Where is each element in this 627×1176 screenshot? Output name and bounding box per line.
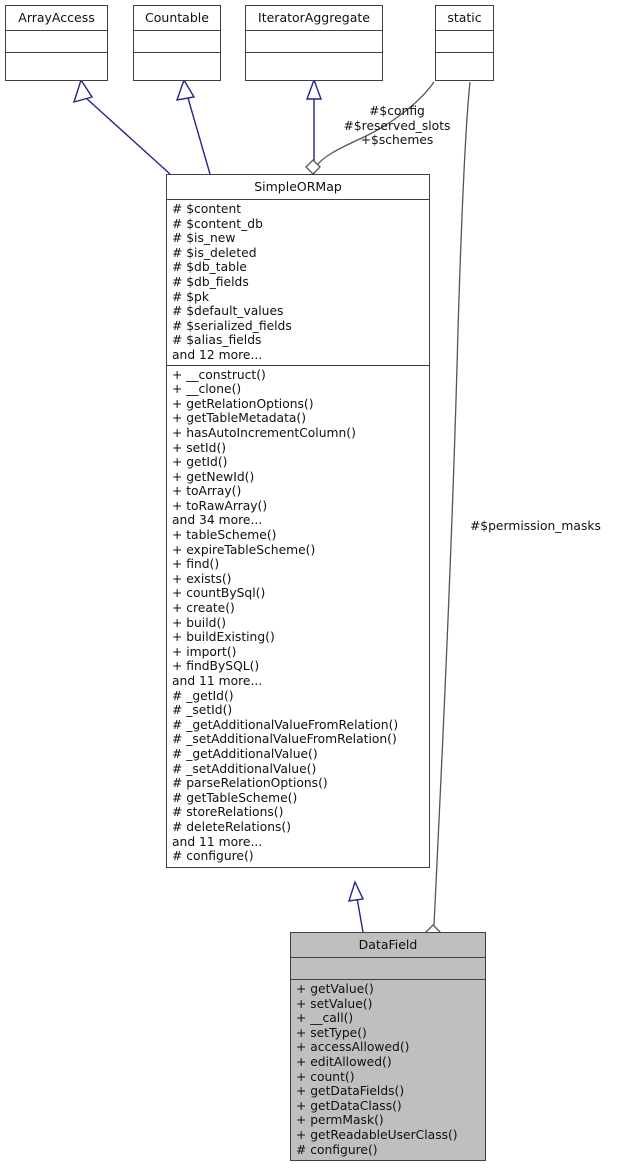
- class-member-line: + build(): [172, 615, 227, 630]
- class-operations-iteratoraggregate: [246, 53, 382, 80]
- class-member-line: + count(): [296, 1069, 355, 1084]
- class-member-line: + getReadableUserClass(): [296, 1127, 458, 1142]
- class-member-line: + getDataFields(): [296, 1084, 405, 1099]
- class-box-datafield[interactable]: DataField + getValue()+ setValue()+ __ca…: [290, 932, 486, 1162]
- class-member-line: + toRawArray(): [172, 498, 268, 513]
- class-title-iteratoraggregate: IteratorAggregate: [246, 6, 382, 31]
- class-member-line: # _getAdditionalValueFromRelation(): [172, 717, 399, 732]
- class-member-line: + setType(): [296, 1025, 367, 1040]
- class-member-line: # _getAdditionalValue(): [172, 746, 318, 761]
- class-box-static[interactable]: static: [435, 5, 494, 81]
- class-member-line: + getTableMetadata(): [172, 411, 307, 426]
- class-member-line: + permMask(): [296, 1113, 384, 1128]
- class-member-line: and 11 more...: [172, 674, 263, 688]
- class-title-static: static: [436, 6, 493, 31]
- class-attributes-iteratoraggregate: [246, 31, 382, 53]
- edge-label-line: #$config: [369, 104, 425, 118]
- class-operations-static: [436, 53, 493, 80]
- class-box-arrayaccess[interactable]: ArrayAccess: [5, 5, 108, 81]
- class-title-datafield: DataField: [291, 933, 485, 958]
- class-member-line: + create(): [172, 601, 235, 616]
- class-attributes-simpleormap: # $content# $content_db# $is_new# $is_de…: [167, 200, 429, 366]
- class-member-line: + __call(): [296, 1011, 354, 1026]
- class-member-line: + toArray(): [172, 484, 242, 499]
- edge-simpleormap-datafield: [347, 880, 365, 933]
- class-title-arrayaccess: ArrayAccess: [6, 6, 107, 31]
- edge-label-static-datafield: #$permission_masks: [470, 519, 601, 533]
- class-member-line: # $pk: [172, 289, 209, 304]
- class-operations-arrayaccess: [6, 53, 107, 80]
- class-member-line: + editAllowed(): [296, 1054, 392, 1069]
- edge-label-static-simpleormap: #$config #$reserved_slots +$schemes: [336, 104, 458, 148]
- class-box-simpleormap[interactable]: SimpleORMap # $content# $content_db# $is…: [166, 174, 430, 868]
- class-box-iteratoraggregate[interactable]: IteratorAggregate: [245, 5, 383, 81]
- class-operations-datafield: + getValue()+ setValue()+ __call()+ setT…: [291, 980, 485, 1160]
- class-member-line: # _setId(): [172, 703, 233, 718]
- class-member-line: # $is_deleted: [172, 245, 257, 260]
- class-member-line: + findBySQL(): [172, 659, 260, 674]
- class-member-line: # $alias_fields: [172, 333, 262, 348]
- class-member-line: # _setAdditionalValue(): [172, 761, 317, 776]
- class-member-line: # $db_fields: [172, 274, 249, 289]
- class-member-line: + exists(): [172, 571, 232, 586]
- class-member-line: # $serialized_fields: [172, 318, 292, 333]
- edge-static-datafield: [425, 81, 471, 940]
- class-member-line: # _getId(): [172, 688, 234, 703]
- class-member-line: # configure(): [172, 849, 254, 864]
- class-attributes-static: [436, 31, 493, 53]
- class-title-simpleormap: SimpleORMap: [167, 175, 429, 200]
- class-member-line: + expireTableScheme(): [172, 542, 316, 557]
- class-member-line: + setId(): [172, 440, 227, 455]
- class-member-line: + __construct(): [172, 367, 266, 382]
- class-member-line: + getId(): [172, 455, 228, 470]
- class-member-line: # getTableScheme(): [172, 790, 298, 805]
- class-member-line: + accessAllowed(): [296, 1040, 410, 1055]
- class-member-line: and 11 more...: [172, 834, 263, 849]
- edge-label-line: +$schemes: [360, 133, 434, 148]
- class-member-line: + setValue(): [296, 996, 373, 1011]
- class-member-line: + getValue(): [296, 982, 374, 996]
- class-member-line: # deleteRelations(): [172, 819, 292, 834]
- class-box-countable[interactable]: Countable: [133, 5, 221, 81]
- class-attributes-arrayaccess: [6, 31, 107, 53]
- class-member-line: + import(): [172, 644, 237, 659]
- class-member-line: # $db_table: [172, 260, 247, 275]
- class-member-line: + tableScheme(): [172, 528, 277, 543]
- class-member-line: + getNewId(): [172, 469, 255, 484]
- edge-countable-simpleormap: [175, 78, 211, 175]
- class-member-line: # $content_db: [172, 216, 263, 231]
- class-member-line: # parseRelationOptions(): [172, 776, 328, 791]
- class-member-line: + getRelationOptions(): [172, 396, 314, 411]
- class-member-line: + countBySql(): [172, 586, 266, 601]
- class-member-line: # configure(): [296, 1142, 378, 1157]
- class-title-countable: Countable: [134, 6, 220, 31]
- class-member-line: + find(): [172, 557, 220, 572]
- class-member-line: + getDataClass(): [296, 1098, 402, 1113]
- class-member-line: + hasAutoIncrementColumn(): [172, 425, 356, 440]
- class-member-line: # $is_new: [172, 231, 236, 246]
- class-operations-simpleormap: + __construct()+ __clone()+ getRelationO…: [167, 366, 429, 867]
- edge-arrayaccess-simpleormap: [72, 78, 171, 175]
- class-member-line: # $content: [172, 202, 242, 216]
- class-attributes-datafield: [291, 958, 485, 980]
- class-member-line: + buildExisting(): [172, 630, 275, 645]
- class-operations-countable: [134, 53, 220, 80]
- class-member-line: and 34 more...: [172, 513, 263, 528]
- edge-iteratoraggregate-simpleormap: [305, 77, 323, 174]
- class-attributes-countable: [134, 31, 220, 53]
- class-member-line: and 12 more...: [172, 347, 263, 362]
- class-member-line: # storeRelations(): [172, 805, 284, 820]
- class-member-line: # _setAdditionalValueFromRelation(): [172, 732, 397, 747]
- edge-label-line: #$reserved_slots: [343, 118, 451, 133]
- class-member-line: + __clone(): [172, 382, 242, 397]
- class-member-line: # $default_values: [172, 304, 284, 319]
